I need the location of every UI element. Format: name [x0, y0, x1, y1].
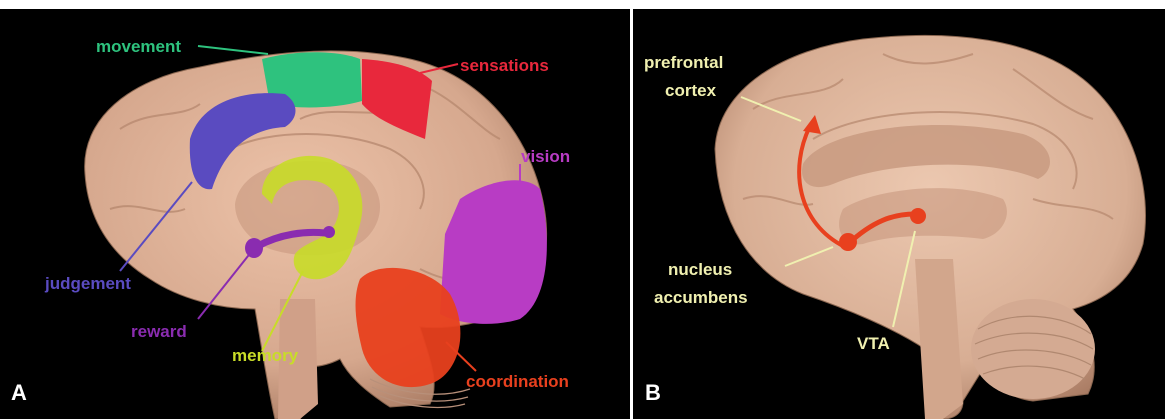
coordination-label: coordination: [466, 372, 569, 391]
panel-letter-a: A: [11, 380, 27, 405]
movement-label: movement: [96, 37, 181, 56]
panel-a: movement sensations vision judgement rew…: [0, 9, 630, 419]
vta-label: VTA: [857, 334, 890, 353]
reward-label: reward: [131, 322, 187, 341]
brain-diagram-a: movement sensations vision judgement rew…: [0, 9, 630, 419]
panel-letter-b: B: [645, 380, 661, 405]
sensations-label: sensations: [460, 56, 549, 75]
brain-diagram-b: prefrontal cortex nucleus accumbens VTA …: [633, 9, 1165, 419]
nucleus-label-line1: nucleus: [668, 260, 732, 279]
nucleus-label-line2: accumbens: [654, 288, 748, 307]
memory-label: memory: [232, 346, 299, 365]
vision-label: vision: [521, 147, 570, 166]
vta-dot: [910, 208, 926, 224]
judgement-label: judgement: [44, 274, 131, 293]
prefrontal-label-line1: prefrontal: [644, 53, 723, 72]
cerebellum-b: [971, 299, 1095, 399]
panel-b: prefrontal cortex nucleus accumbens VTA …: [633, 9, 1165, 419]
nucleus-accumbens-dot: [839, 233, 857, 251]
movement-leader: [198, 46, 268, 54]
prefrontal-label-line2: cortex: [665, 81, 717, 100]
